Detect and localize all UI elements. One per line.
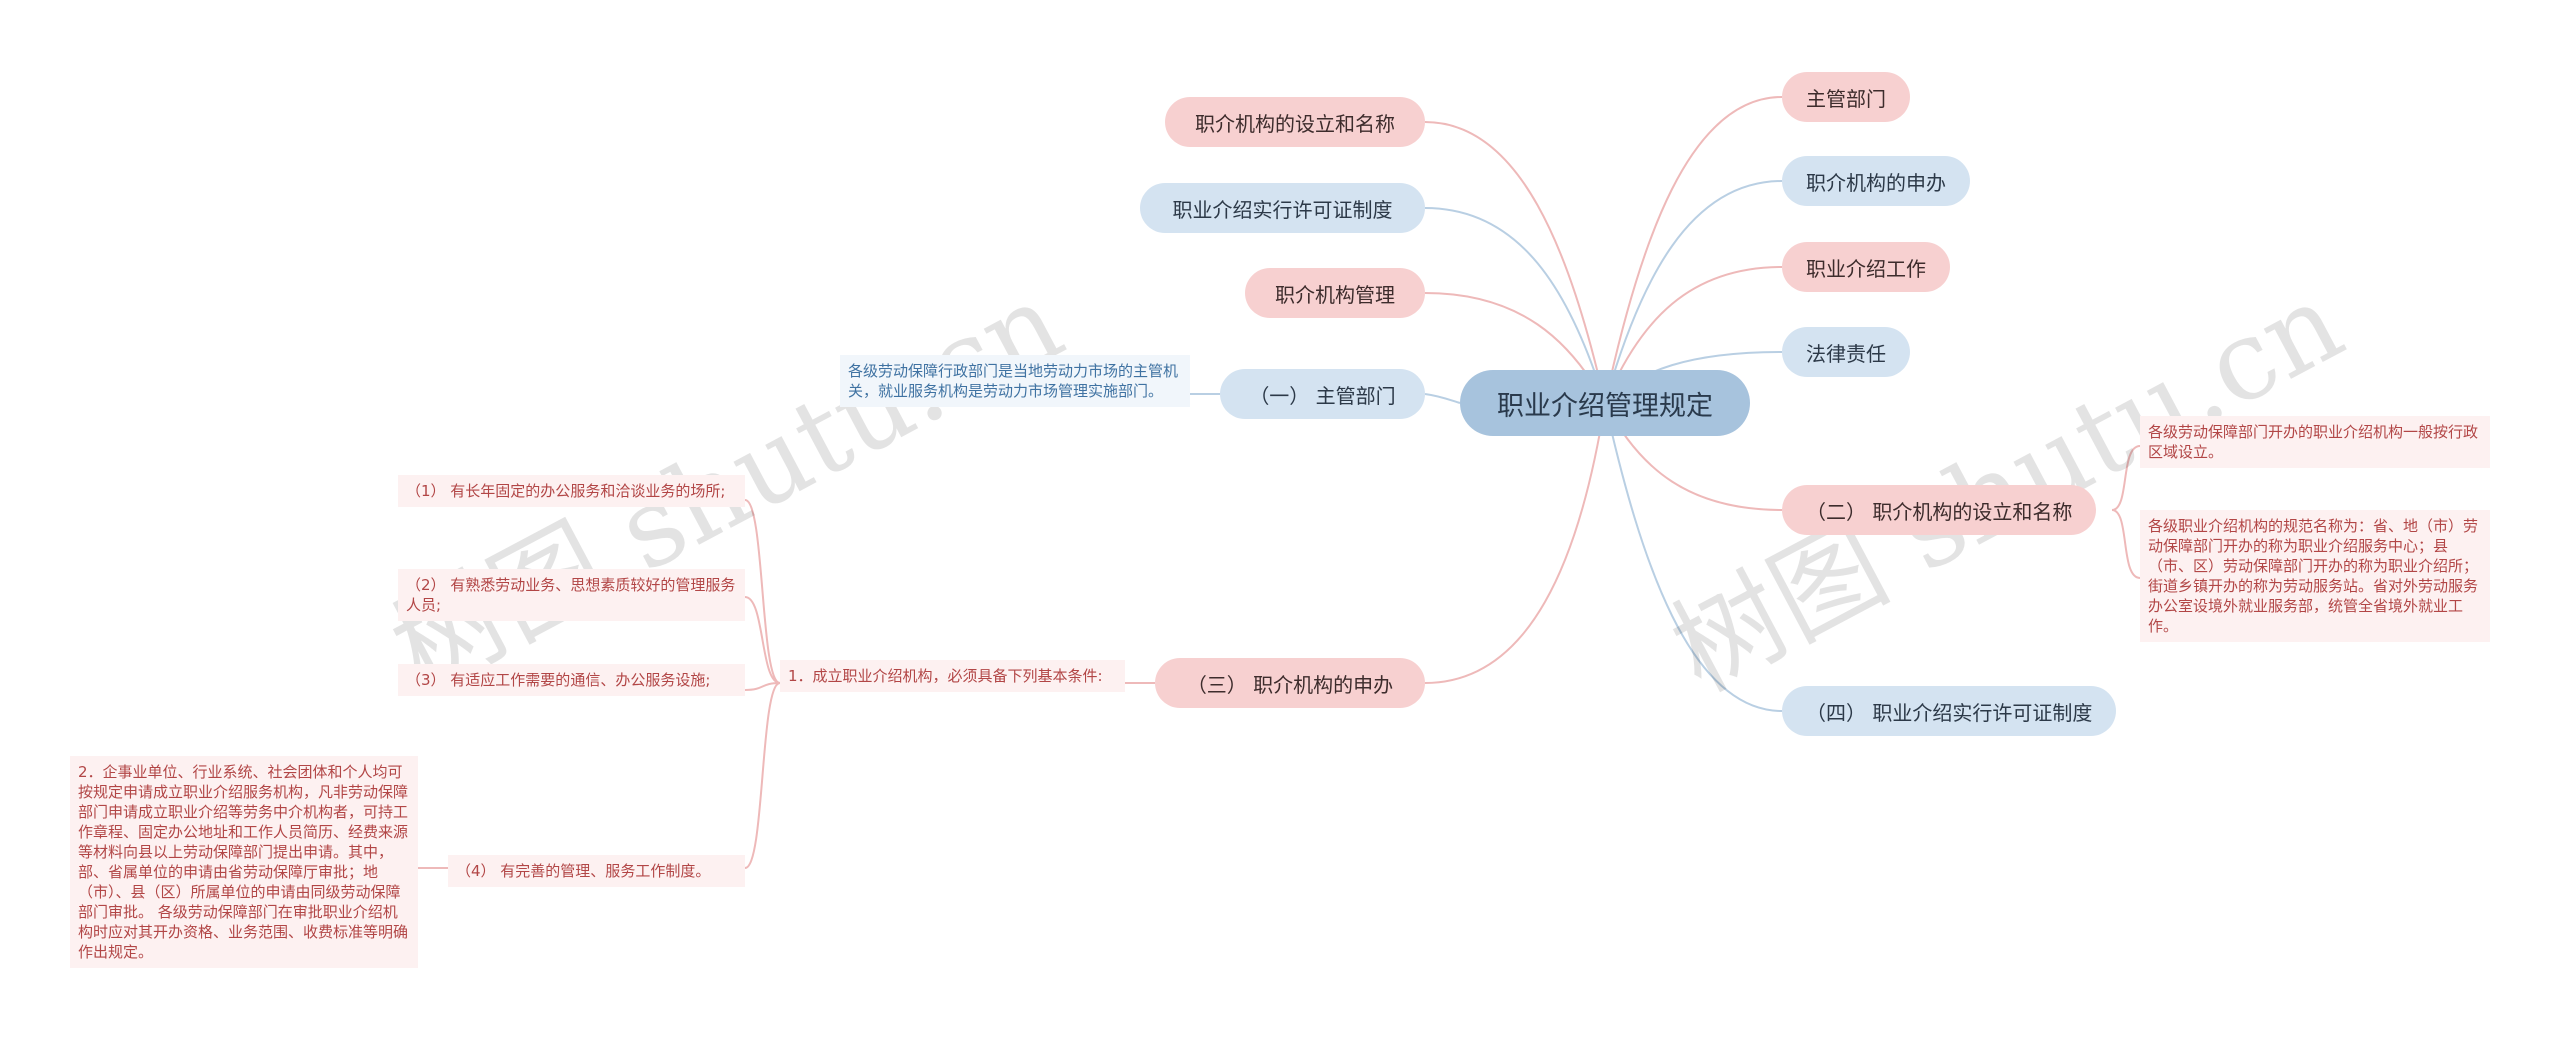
note-condition-2: （2） 有熟悉劳动业务、思想素质较好的管理服务人员; [398, 569, 745, 621]
branch-establish-naming[interactable]: （二） 职介机构的设立和名称 [1782, 485, 2097, 535]
branch-employment-work[interactable]: 职业介绍工作 [1782, 242, 1950, 292]
link-root-left-license [1424, 207, 1606, 404]
link-root-license [1604, 402, 1783, 712]
link-root-apply [1604, 180, 1783, 404]
branch-left-license-system[interactable]: 职业介绍实行许可证制度 [1140, 183, 1425, 233]
branch-legal-liability[interactable]: 法律责任 [1782, 327, 1910, 377]
link-root-left-apply [1424, 402, 1606, 684]
note-naming-region: 各级劳动保障部门开办的职业介绍机构一般按行政区域设立。 [2140, 416, 2490, 468]
branch-left-agency-application[interactable]: （三） 职介机构的申办 [1155, 658, 1425, 708]
note-apply-conditions: 1．成立职业介绍机构，必须具备下列基本条件: [780, 660, 1125, 692]
branch-left-main-dept[interactable]: （一） 主管部门 [1220, 369, 1425, 419]
note-condition-4: （4） 有完善的管理、服务工作制度。 [448, 855, 745, 887]
link-root-left-naming [1424, 121, 1606, 404]
note-dept-description: 各级劳动保障行政部门是当地劳动力市场的主管机关，就业服务机构是劳动力市场管理实施… [840, 355, 1190, 407]
branch-main-dept[interactable]: 主管部门 [1782, 72, 1910, 122]
root-node[interactable]: 职业介绍管理规定 [1460, 370, 1750, 436]
branch-agency-application[interactable]: 职介机构的申办 [1782, 156, 1970, 206]
link-root-left-dept [1424, 393, 1461, 404]
note-application-procedure: 2．企事业单位、行业系统、社会团体和个人均可按规定申请成立职业介绍服务机构，凡非… [70, 756, 418, 968]
branch-left-agency-management[interactable]: 职介机构管理 [1245, 268, 1425, 318]
branch-license-system[interactable]: （四） 职业介绍实行许可证制度 [1782, 686, 2117, 736]
note-condition-3: （3） 有适应工作需要的通信、办公服务设施; [398, 664, 745, 696]
link-naming-notes [2111, 445, 2141, 579]
note-condition-1: （1） 有长年固定的办公服务和洽谈业务的场所; [398, 475, 745, 507]
link-apply-conditions [744, 499, 781, 869]
note-naming-standard: 各级职业介绍机构的规范名称为：省、地（市）劳动保障部门开办的称为职业介绍服务中心… [2140, 510, 2490, 642]
link-root-main-dept [1604, 96, 1783, 404]
branch-left-establish-naming[interactable]: 职介机构的设立和名称 [1165, 97, 1425, 147]
